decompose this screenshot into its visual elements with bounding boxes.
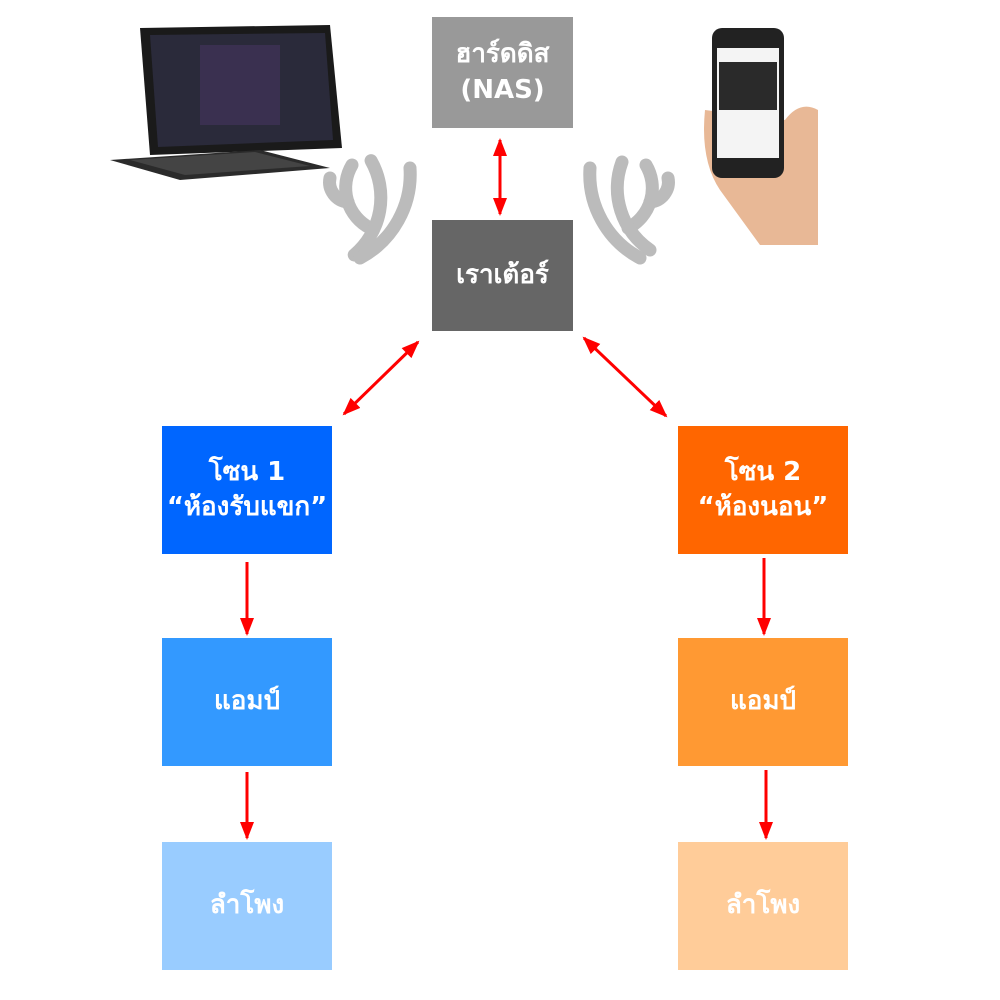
zone1-amp-box: แอมป์ bbox=[162, 638, 332, 766]
arrow-router-zone1 bbox=[342, 340, 420, 416]
zone1-label: โซน 1 bbox=[208, 456, 286, 487]
wifi-icon-right bbox=[583, 155, 675, 265]
zone1-room: “ห้องรับแขก” bbox=[166, 492, 328, 522]
zone2-room: “ห้องนอน” bbox=[697, 492, 829, 522]
nas-label: ฮาร์ดดิส bbox=[455, 39, 550, 70]
phone-icon bbox=[704, 28, 818, 246]
zone1-amp-label: แอมป์ bbox=[213, 686, 280, 717]
zone2-amp-box: แอมป์ bbox=[678, 638, 848, 766]
zone1-speaker-box: ลำโพง bbox=[162, 842, 332, 970]
zone1-speaker-label: ลำโพง bbox=[209, 890, 285, 921]
zone2-speaker-box: ลำโพง bbox=[678, 842, 848, 970]
zone1-box: โซน 1 “ห้องรับแขก” bbox=[162, 426, 332, 554]
zone2-amp-label: แอมป์ bbox=[729, 686, 796, 717]
zone2-box: โซน 2 “ห้องนอน” bbox=[678, 426, 848, 554]
nas-sublabel: (NAS) bbox=[460, 74, 545, 105]
arrow-router-zone2 bbox=[582, 336, 668, 418]
router-box: เราเต้อร์ bbox=[432, 220, 573, 331]
router-label: เราเต้อร์ bbox=[456, 259, 549, 290]
wifi-icon-left bbox=[323, 154, 417, 265]
zone2-label: โซน 2 bbox=[724, 456, 802, 487]
nas-box: ฮาร์ดดิส (NAS) bbox=[432, 17, 573, 128]
zone2-speaker-label: ลำโพง bbox=[725, 890, 801, 921]
tablet-icon bbox=[110, 25, 342, 180]
